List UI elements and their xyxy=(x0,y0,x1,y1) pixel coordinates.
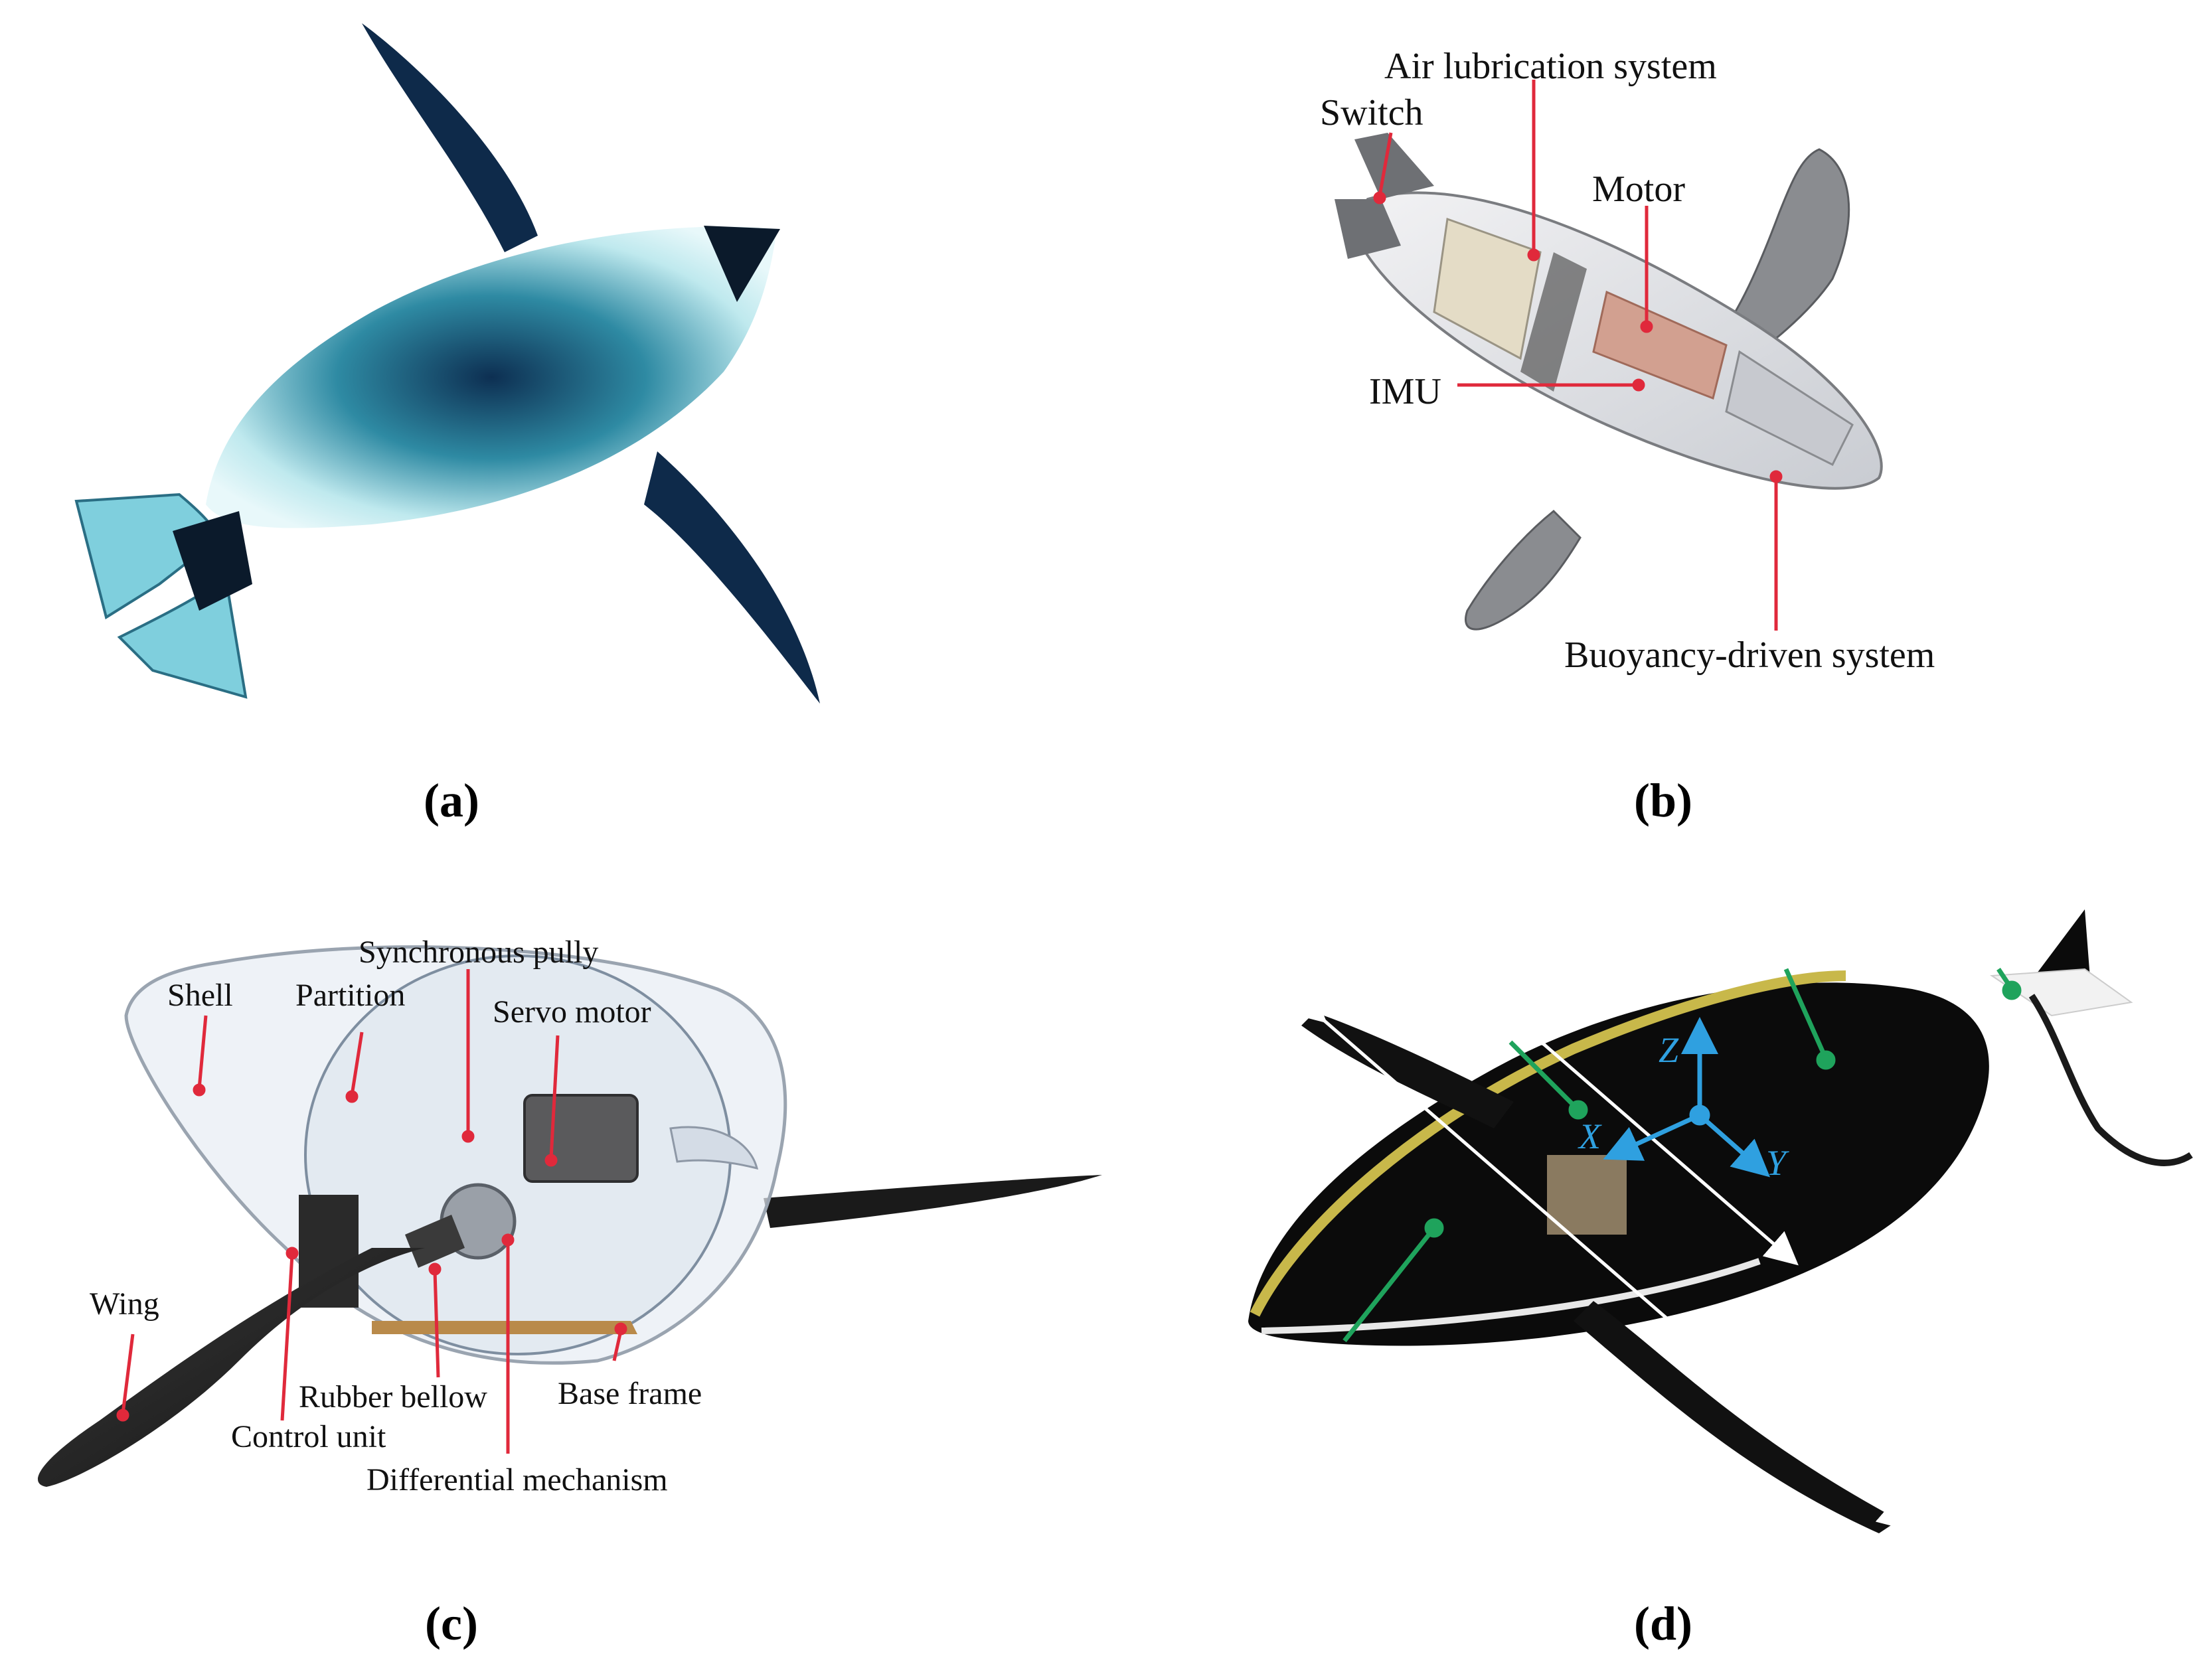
panel-a-penguin-illustration xyxy=(74,23,820,704)
label-motor: Motor xyxy=(1592,169,1685,210)
rear-fin-white xyxy=(1990,968,2133,1017)
penguin-head-tip xyxy=(704,226,780,302)
penguin-body xyxy=(206,226,777,528)
tail-fin-b2 xyxy=(1335,199,1401,259)
caption-d: (d) xyxy=(1634,1597,1692,1650)
label-shell: Shell xyxy=(167,978,233,1013)
base-frame xyxy=(372,1321,637,1334)
tail-fin-b1 xyxy=(1354,133,1434,199)
label-differential-mechanism: Differential mechanism xyxy=(366,1462,668,1497)
label-partition: Partition xyxy=(295,978,405,1013)
motor-assembly xyxy=(1592,290,1728,400)
label-base-frame: Base frame xyxy=(558,1376,702,1411)
panel-d-annotation-lines xyxy=(1291,968,2022,1531)
tail-joint xyxy=(173,511,252,611)
axis-label-x: X xyxy=(1578,1116,1602,1156)
label-servo-motor: Servo motor xyxy=(493,994,651,1030)
panel-d-robot-photo xyxy=(1248,909,2193,1533)
rubber-bellow xyxy=(405,1215,465,1268)
servo-motor-block xyxy=(523,1094,639,1183)
lower-flipper xyxy=(644,451,820,704)
long-wing-left xyxy=(37,1248,426,1487)
label-synchronous-pully: Synchronous pully xyxy=(359,935,598,970)
axis-label-y: Y xyxy=(1766,1143,1789,1183)
label-air-lubrication: Air lubrication system xyxy=(1384,46,1717,87)
air-lubrication-chamber xyxy=(1433,217,1542,360)
label-imu: IMU xyxy=(1369,371,1441,412)
flipper-lower-d xyxy=(1574,1301,1899,1533)
panel-b-leader-lines xyxy=(1373,80,1783,631)
caption-c: (c) xyxy=(425,1597,478,1650)
buoyancy-module xyxy=(1725,350,1854,467)
panel-c-cad-cutaway xyxy=(37,945,1102,1487)
front-fin xyxy=(669,1126,759,1170)
wing-bottom-left xyxy=(1465,509,1582,631)
label-control-unit: Control unit xyxy=(231,1419,386,1454)
label-rubber-bellow: Rubber bellow xyxy=(299,1379,487,1414)
panel-b-internal-layout xyxy=(1335,133,1883,631)
caption-b: (b) xyxy=(1634,774,1692,827)
upper-flipper xyxy=(362,23,538,252)
label-wing: Wing xyxy=(90,1286,159,1322)
axis-label-z: Z xyxy=(1659,1030,1679,1070)
panel-c-leader-lines xyxy=(116,969,627,1454)
divider-band xyxy=(1520,252,1587,392)
label-buoyancy: Buoyancy-driven system xyxy=(1564,635,1935,676)
long-wing-right xyxy=(764,1175,1102,1228)
caption-a: (a) xyxy=(424,774,479,827)
label-switch: Switch xyxy=(1320,92,1423,133)
tether-cable xyxy=(2028,994,2193,1166)
